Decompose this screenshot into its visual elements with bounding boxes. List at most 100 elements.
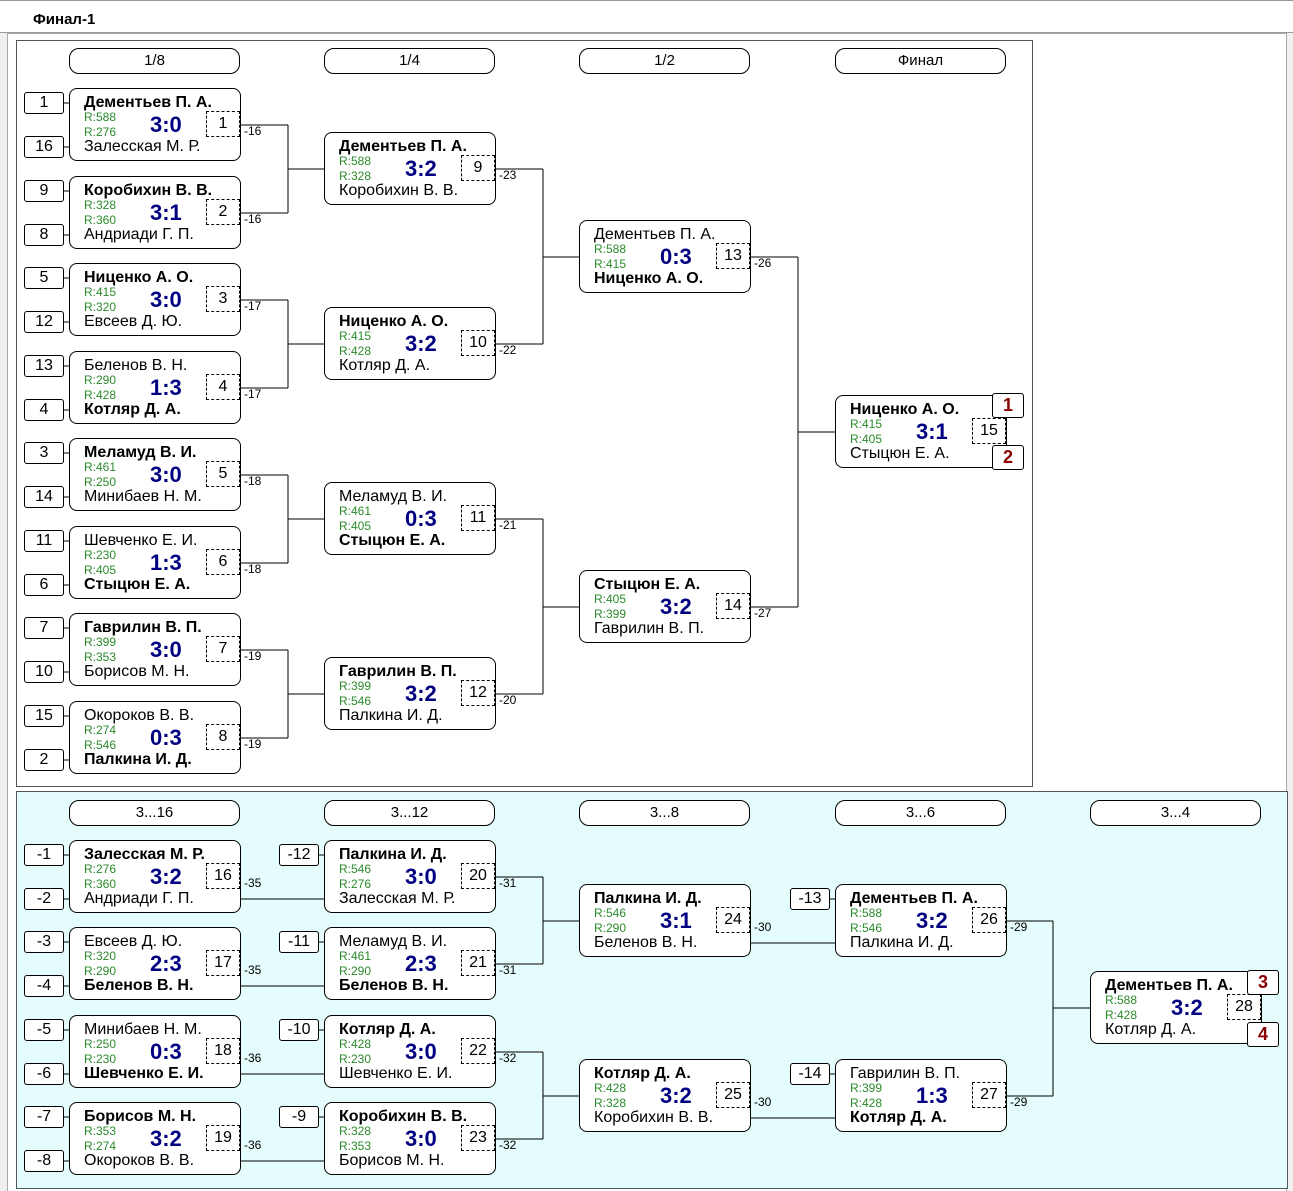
player-bottom-name: Палкина И. Д. [850,934,954,951]
match-number: 5 [206,461,240,487]
player-top-name: Ниценко А. О. [84,269,194,286]
loser-destination: -31 [499,963,517,977]
player-bottom-rating: R:546 [84,738,117,752]
loser-destination: -20 [499,693,517,707]
match-number: 10 [461,330,495,356]
player-bottom-name: Беленов В. Н. [84,977,194,994]
match-score: 3:0 [405,864,437,889]
player-bottom-name: Залесская М. Р. [339,890,456,907]
player-top-name: Окороков В. В. [84,707,195,724]
player-top-rating: R:588 [84,110,117,124]
match-score: 3:2 [916,908,948,933]
player-bottom-rating: R:405 [850,432,883,446]
player-top-rating: R:461 [84,460,117,474]
player-bottom-name: Стыцюн Е. А. [339,532,446,549]
player-bottom-rating: R:428 [339,344,372,358]
loser-destination: -16 [244,124,262,138]
player-top-rating: R:461 [339,504,372,518]
player-top-rating: R:328 [84,198,117,212]
match-number: 7 [206,636,240,662]
player-top-rating: R:399 [84,635,117,649]
round-header: 1/2 [579,48,750,74]
match-number: 16 [206,863,240,889]
match-number: 9 [461,155,495,181]
loser-destination: -32 [499,1051,517,1065]
match-score: 3:0 [405,1039,437,1064]
seed-box: -9 [279,1106,319,1128]
match-score: 3:1 [150,200,182,225]
player-bottom-rating: R:428 [1105,1008,1138,1022]
seed-box: -11 [279,931,319,953]
player-top-name: Беленов В. Н. [84,357,188,374]
player-top-name: Гаврилин В. П. [84,619,202,636]
player-top-rating: R:274 [84,723,117,737]
player-top-name: Дементьев П. А. [339,138,467,155]
player-bottom-name: Котляр Д. А. [339,357,431,374]
title-bar: Финал-1 [0,0,1293,33]
player-top-rating: R:399 [339,679,372,693]
player-top-rating: R:320 [84,949,117,963]
player-bottom-name: Гаврилин В. П. [594,620,705,637]
seed-box: 14 [24,486,64,508]
player-bottom-rating: R:399 [594,607,627,621]
match-score: 3:0 [405,1126,437,1151]
match-number: 18 [206,1038,240,1064]
player-bottom-name: Палкина И. Д. [339,707,443,724]
player-top-name: Гаврилин В. П. [339,663,457,680]
player-top-rating: R:588 [850,906,883,920]
player-top-rating: R:405 [594,592,627,606]
player-bottom-name: Андриади Г. П. [84,890,194,907]
player-top-name: Дементьев П. А. [1105,977,1233,994]
loser-destination: -18 [244,562,262,576]
match-score: 3:0 [150,112,182,137]
round-header: 3...12 [324,800,495,826]
player-top-rating: R:415 [850,417,883,431]
match-score: 3:1 [660,908,692,933]
window-title: Финал-1 [33,11,96,28]
player-top-name: Залесская М. Р. [84,846,205,863]
player-top-name: Котляр Д. А. [339,1021,436,1038]
player-bottom-name: Борисов М. Н. [84,663,190,680]
match-score: 3:2 [405,156,437,181]
loser-destination: -32 [499,1138,517,1152]
seed-box: -4 [24,975,64,997]
match-score: 3:2 [660,594,692,619]
match-number: 20 [461,863,495,889]
player-top-rating: R:588 [339,154,372,168]
player-top-rating: R:230 [84,548,117,562]
player-top-name: Дементьев П. А. [850,890,978,907]
loser-destination: -35 [244,963,262,977]
player-top-rating: R:428 [339,1037,372,1051]
place-badge: 4 [1247,1022,1279,1047]
player-bottom-rating: R:320 [84,300,117,314]
player-top-rating: R:399 [850,1081,883,1095]
